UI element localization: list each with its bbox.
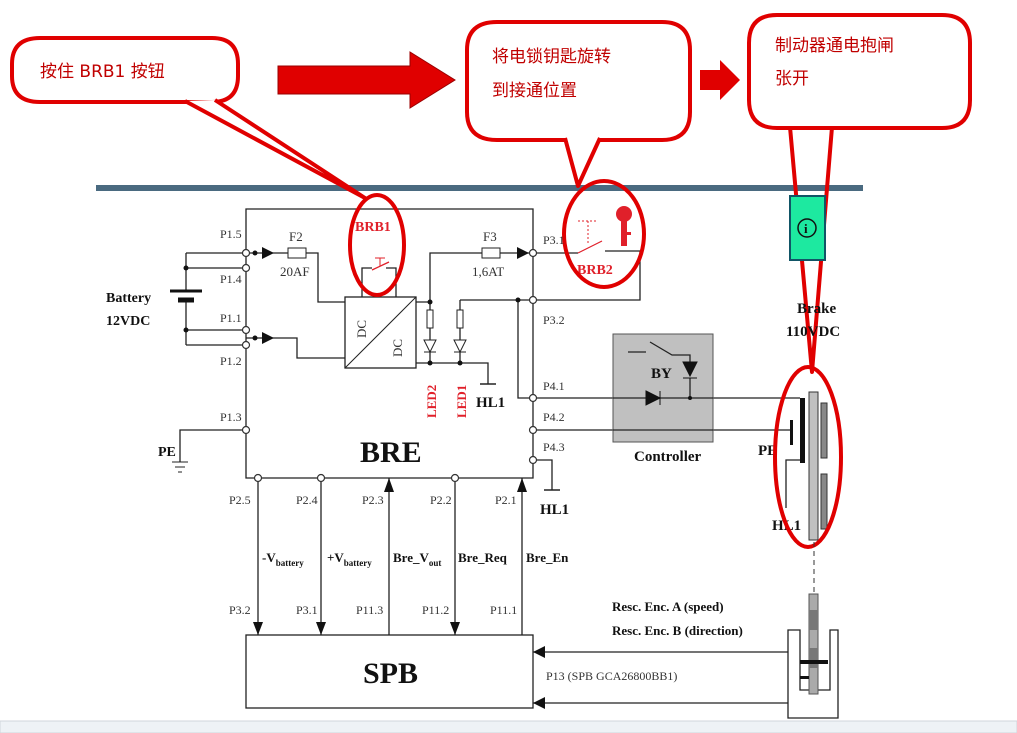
pin-p2-2: P2.2 (430, 493, 452, 507)
spb-block: SPB (245, 634, 534, 709)
pin-p4-2: P4.2 (543, 410, 565, 424)
p13-label: P13 (SPB GCA26800BB1) (546, 669, 677, 683)
fuse-f2-rating: 20AF (280, 264, 310, 279)
pin-p11-3: P11.3 (356, 603, 383, 617)
pin-p3-2-spb: P3.2 (229, 603, 251, 617)
pin-p1-5: P1.5 (220, 227, 242, 241)
battery-label: Battery (106, 291, 151, 306)
arrow-icon (262, 247, 274, 259)
controller-label: Controller (634, 449, 702, 465)
bre-frame: BRE (245, 208, 534, 479)
pin-p1-3: P1.3 (220, 410, 242, 424)
controller: BY Controller (612, 333, 714, 465)
pe-label: PE (158, 445, 176, 460)
dc-in-label: DC (354, 320, 369, 338)
pin-p1-2: P1.2 (220, 354, 242, 368)
header-bar (96, 185, 863, 191)
info-icon-glyph: i (804, 221, 808, 236)
signal-bre-vout: Bre_Vout (393, 550, 441, 568)
brb2-key-switch[interactable]: BRB2 (533, 179, 646, 301)
pin-p1-4: P1.4 (220, 272, 242, 286)
pin-p11-2: P11.2 (422, 603, 449, 617)
led2-label: LED2 (424, 385, 439, 418)
callout-step2-line2: 到接通位置 (492, 81, 577, 101)
arrow-icon (262, 332, 274, 344)
pin-p4-1: P4.1 (543, 379, 565, 393)
arrow-icon (517, 247, 529, 259)
by-label: BY (651, 366, 672, 382)
pin-p4-3: P4.3 (543, 440, 565, 454)
dc-dc-converter: DC DC (344, 296, 417, 369)
pin-p3-2: P3.2 (543, 313, 565, 327)
pin-p3-1-spb: P3.1 (296, 603, 318, 617)
pin-p1-1: P1.1 (220, 311, 242, 325)
callout-step1: 按住 BRB1 按钮 (10, 36, 367, 200)
callout-step3-line2: 张开 (775, 69, 809, 89)
brb2-label: BRB2 (577, 263, 613, 278)
callout-step3: 制动器通电抱闸 张开 (747, 13, 972, 374)
brake-pe-label: PE (758, 443, 777, 459)
bottom-bar (0, 720, 1017, 733)
led2-icon (423, 339, 437, 354)
battery: Battery 12VDC (106, 252, 246, 346)
signal-plus-vbattery: +Vbattery (327, 550, 372, 568)
signal-bre-req: Bre_Req (458, 550, 508, 565)
bre-bottom-pins: P2.5 P2.4 P2.3 P2.2 P2.1 P3.2 P3.1 P11.3… (229, 473, 569, 635)
spb-label: SPB (363, 657, 418, 690)
callout-step3-line1: 制动器通电抱闸 (775, 36, 894, 56)
fuse-f3-rating: 1,6AT (472, 264, 504, 279)
callout-step1-text: 按住 BRB1 按钮 (40, 62, 165, 82)
bre-side-pins: P1.5 P1.4 P1.1 P1.2 P1.3 P3.1 P3.2 P4.1 … (220, 227, 565, 465)
pin-p2-3: P2.3 (362, 493, 384, 507)
callout-step2-line1: 将电锁钥匙旋转 (492, 47, 611, 67)
encoder: Resc. Enc. A (speed) Resc. Enc. B (direc… (533, 593, 839, 719)
brb1-label: BRB1 (355, 220, 391, 235)
hl1-label: HL1 (476, 395, 505, 411)
pin-p2-5: P2.5 (229, 493, 251, 507)
fuse-f3 (481, 247, 501, 259)
pin-p2-1: P2.1 (495, 493, 517, 507)
signal-minus-vbattery: -Vbattery (262, 550, 304, 568)
led1-label: LED1 (454, 385, 469, 418)
brake-voltage: 110VDC (786, 324, 840, 340)
pin-p3-1: P3.1 (543, 233, 565, 247)
signal-bre-en: Bre_En (526, 550, 569, 565)
pin-p11-1: P11.1 (490, 603, 517, 617)
dc-out-label: DC (390, 339, 405, 357)
key-icon (616, 206, 632, 246)
led1-icon (453, 339, 467, 354)
encoder-b-label: Resc. Enc. B (direction) (612, 623, 743, 638)
fuse-f3-name: F3 (483, 229, 497, 244)
fuse-f2-name: F2 (289, 229, 303, 244)
hl1-label-2: HL1 (540, 502, 569, 518)
pin-p2-4: P2.4 (296, 493, 318, 507)
battery-voltage: 12VDC (106, 314, 150, 329)
info-icon (797, 218, 817, 238)
brake-label: Brake (797, 301, 837, 317)
red-arrow-small-icon (700, 60, 740, 100)
bre-label: BRE (360, 436, 422, 469)
brake: i Brake 110VDC PE HL1 (758, 195, 843, 592)
red-arrow-icon (277, 51, 456, 109)
fuse-f2 (287, 247, 307, 259)
callout-step2: 将电锁钥匙旋转 到接通位置 (465, 20, 692, 188)
brb1-switch[interactable]: BRB1 (348, 193, 406, 297)
encoder-a-label: Resc. Enc. A (speed) (612, 599, 724, 614)
